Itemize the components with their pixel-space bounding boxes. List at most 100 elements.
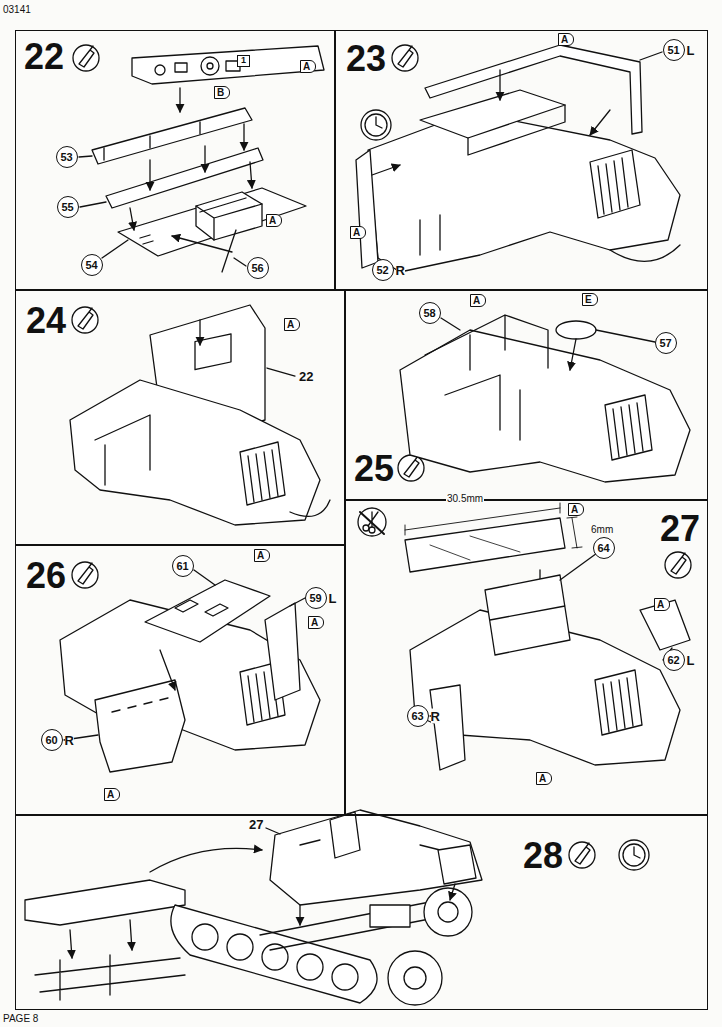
body-assembly — [300, 812, 460, 858]
side-mark: R — [396, 262, 405, 277]
part-number: 63 — [411, 710, 423, 722]
chassis-track — [332, 964, 358, 990]
dashboard-part — [201, 57, 219, 75]
assembly-arrow — [130, 208, 134, 230]
paint-code: A — [300, 60, 316, 73]
paint-code: A — [558, 33, 574, 46]
body-tub — [400, 315, 690, 482]
callout-circle: 60R — [41, 729, 63, 751]
page-code: PAGE 8 — [3, 1013, 38, 1024]
assembly-arrow — [172, 236, 232, 252]
part-number: 53 — [60, 151, 72, 163]
body-tub — [160, 650, 175, 690]
glue-icon — [575, 843, 590, 864]
callout-circle: 62L — [663, 649, 685, 671]
detail-inset — [35, 955, 185, 1000]
glue-icon — [398, 455, 424, 481]
step-number: 22 — [22, 39, 66, 75]
step-number: 26 — [24, 558, 68, 594]
part-number: 58 — [423, 307, 435, 319]
chassis-track — [227, 934, 253, 960]
callout-circle: 52R — [372, 259, 394, 281]
glue-icon — [392, 45, 418, 71]
part-53 — [79, 108, 252, 164]
callout-circle: 54 — [81, 254, 103, 276]
part-51 — [640, 52, 662, 60]
step-number: 27 — [658, 511, 702, 547]
step-number: 23 — [344, 41, 388, 77]
body-tub — [70, 305, 330, 525]
part-number: 54 — [85, 259, 97, 271]
part-56 — [222, 230, 246, 272]
paint-code: A — [470, 294, 486, 307]
body-tub — [194, 570, 215, 585]
step-panel: 27 64 62L 63 R — [345, 500, 708, 815]
body-tub — [420, 90, 565, 138]
body-tub — [400, 330, 690, 482]
part-54 — [102, 240, 128, 258]
body-tub — [112, 698, 168, 712]
body-tub — [441, 318, 460, 330]
callout-circle: 51L — [663, 39, 685, 61]
dimension: 6mm — [590, 524, 614, 535]
assembly-arrow — [204, 146, 205, 172]
glue-icon — [398, 46, 413, 67]
paint-code: A — [536, 772, 552, 785]
assembly-arrow — [372, 165, 400, 175]
callout-circle: 56 — [247, 257, 269, 279]
step-panel: 266159L60R — [15, 545, 345, 815]
glue-icon — [404, 456, 419, 477]
scissors-icon — [358, 508, 386, 536]
paint-code: A — [654, 598, 670, 611]
body-tub — [70, 380, 320, 525]
body-tub — [420, 215, 440, 255]
part-54 — [196, 192, 262, 240]
part-number: 57 — [659, 337, 671, 349]
body-assembly — [450, 884, 455, 900]
part-54 — [196, 198, 262, 240]
clock-icon — [361, 110, 391, 140]
paint-code: A — [266, 214, 282, 227]
callout-circle: 64 — [593, 537, 615, 559]
body-tub — [613, 403, 643, 457]
side-mark: R — [65, 732, 74, 747]
clock-icon — [634, 847, 640, 858]
glass-part — [405, 503, 560, 535]
part-54 — [140, 235, 153, 244]
side-mark: L — [687, 652, 695, 667]
detail-inset — [25, 880, 185, 925]
part-54 — [118, 188, 306, 256]
step-number: 24 — [24, 303, 68, 339]
assembly-illustration — [25, 45, 691, 1005]
clock-icon — [376, 117, 382, 128]
glue-icon — [72, 307, 98, 333]
chassis-track — [438, 902, 458, 922]
dashboard-part — [179, 88, 180, 112]
glue-icon — [78, 563, 93, 584]
part-number: 55 — [61, 201, 73, 213]
body-tub — [430, 685, 465, 770]
assembly-arrow — [243, 124, 244, 150]
dashboard-part — [175, 63, 187, 72]
paint-code: B — [214, 86, 230, 99]
chassis-track — [404, 967, 426, 989]
step-panel: 28 — [15, 815, 708, 1010]
clock-icon — [619, 840, 649, 870]
body-assembly — [266, 810, 482, 925]
body-tub — [610, 245, 680, 261]
callout-circle: 55 — [57, 196, 79, 218]
dashboard-part — [207, 63, 213, 69]
detail-inset — [150, 848, 262, 872]
chassis-track — [424, 888, 472, 936]
glue-icon — [72, 562, 98, 588]
part-number: 60 — [45, 734, 57, 746]
body-tub — [175, 600, 228, 616]
part-52 — [356, 150, 378, 268]
side-mark: R — [431, 708, 440, 723]
body-tub — [595, 670, 642, 735]
paint-code: A — [568, 503, 584, 516]
part-56 — [222, 230, 236, 272]
paint-code: E — [582, 293, 598, 306]
body-tub — [199, 320, 200, 345]
